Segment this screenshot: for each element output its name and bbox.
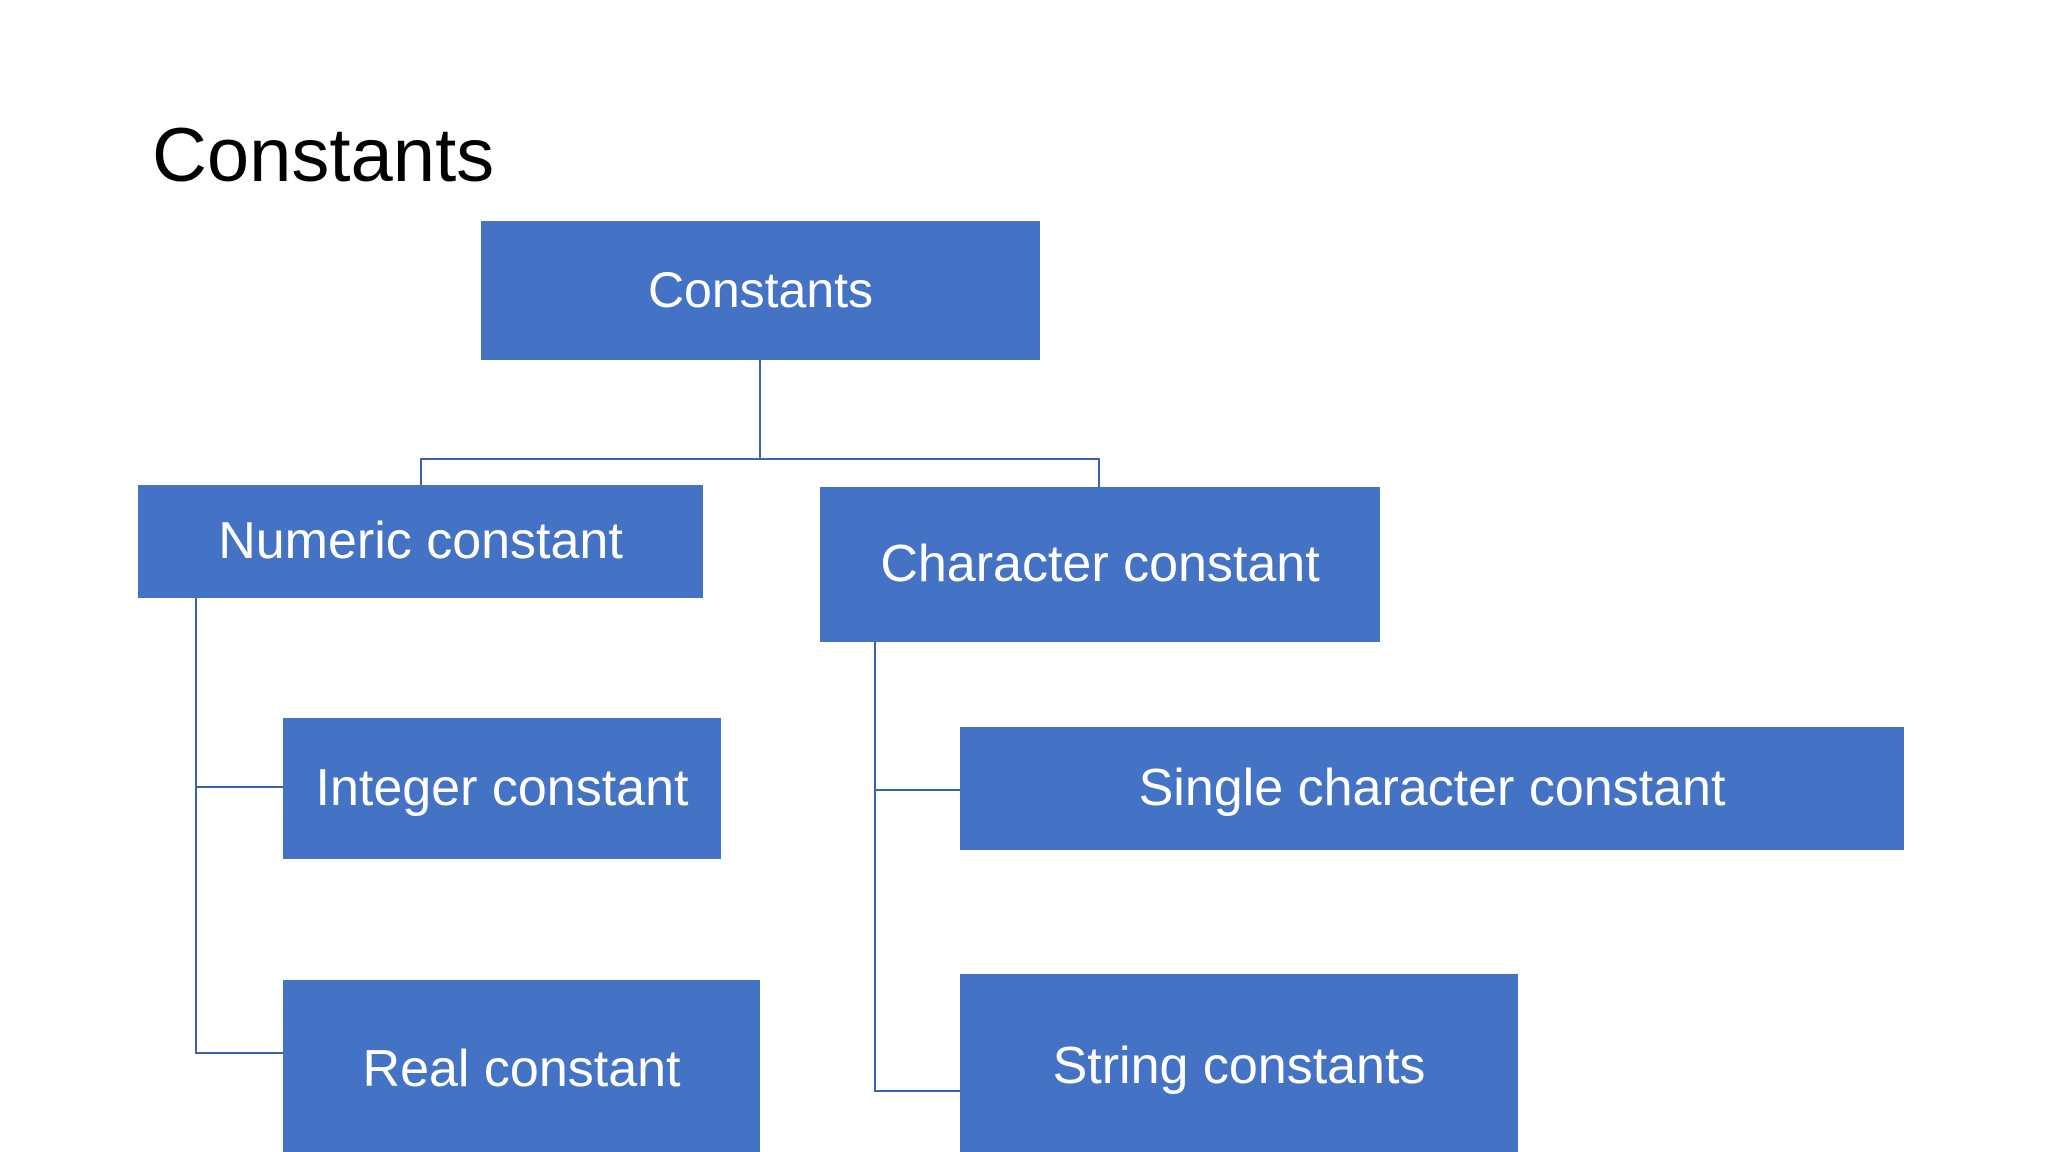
connector-drop-to-character (1098, 458, 1100, 489)
connector-numeric-to-integer (195, 786, 285, 788)
connector-root-stem (759, 360, 761, 460)
node-character-constant-label: Character constant (880, 534, 1320, 593)
node-real-constant-label: Real constant (362, 1040, 681, 1099)
connector-character-spine (874, 642, 876, 1092)
node-constants-label: Constants (647, 262, 874, 318)
connector-drop-to-numeric (420, 458, 422, 487)
node-string-constants-label: String constants (1052, 1037, 1426, 1096)
node-single-character-constant[interactable]: Single character constant (960, 727, 1904, 850)
connector-character-to-single (874, 789, 962, 791)
node-real-constant[interactable]: Real constant (283, 980, 760, 1152)
connector-numeric-to-real (195, 1052, 285, 1054)
node-string-constants[interactable]: String constants (960, 974, 1518, 1152)
connector-character-to-string (874, 1090, 962, 1092)
connector-numeric-spine (195, 598, 197, 1054)
node-numeric-constant-label: Numeric constant (218, 511, 623, 570)
node-character-constant[interactable]: Character constant (820, 487, 1380, 642)
connector-root-bus (420, 458, 1100, 460)
node-integer-constant-label: Integer constant (315, 758, 689, 817)
node-integer-constant[interactable]: Integer constant (283, 718, 721, 859)
node-numeric-constant[interactable]: Numeric constant (138, 485, 703, 598)
node-single-character-constant-label: Single character constant (1138, 758, 1726, 817)
node-constants[interactable]: Constants (481, 221, 1040, 360)
page-title: Constants (152, 113, 495, 198)
